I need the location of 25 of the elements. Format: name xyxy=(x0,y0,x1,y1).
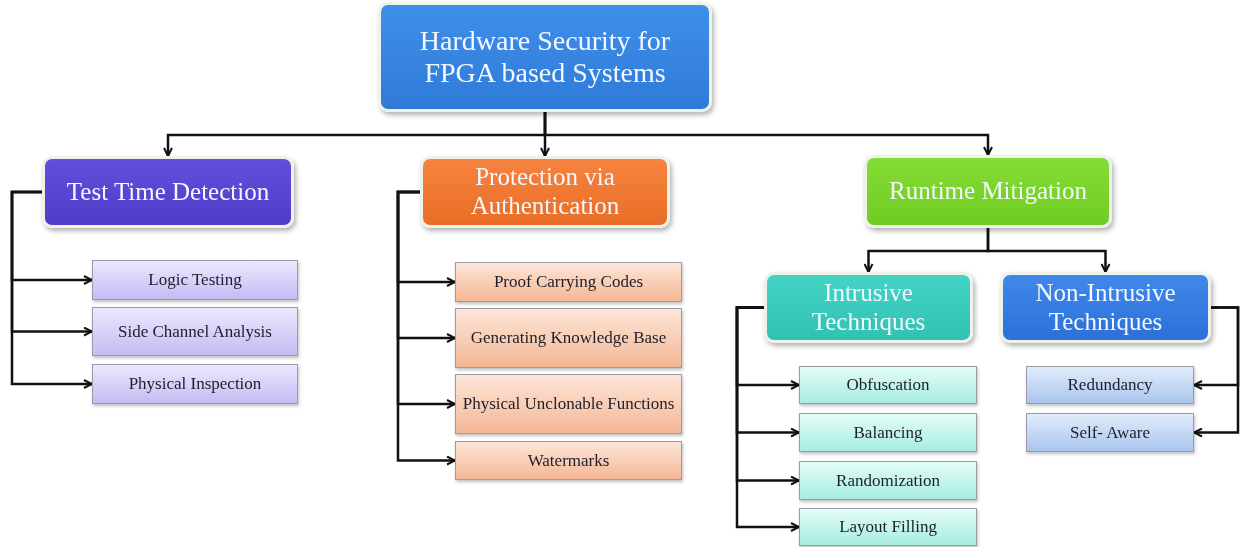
item-box: Obfuscation xyxy=(799,366,977,404)
item-box: Layout Filling xyxy=(799,508,977,546)
item-box: Side Channel Analysis xyxy=(92,307,298,356)
category-box: Test Time Detection xyxy=(42,156,294,228)
category-box: Hardware Security for FPGA based Systems xyxy=(378,2,712,112)
category-box: Protection via Authentication xyxy=(420,156,670,228)
arrow xyxy=(396,190,456,466)
item-box: Balancing xyxy=(799,413,977,452)
item-box: Logic Testing xyxy=(92,260,298,300)
arrow xyxy=(986,228,1111,273)
item-box: Generating Knowledge Base xyxy=(455,308,682,368)
item-box: Redundancy xyxy=(1026,366,1194,404)
arrow xyxy=(735,306,800,532)
category-box: Intrusive Techniques xyxy=(764,272,973,343)
item-box: Watermarks xyxy=(455,441,682,480)
item-box: Proof Carrying Codes xyxy=(455,262,682,302)
item-box: Randomization xyxy=(799,461,977,500)
arrow xyxy=(543,112,993,156)
item-box: Self- Aware xyxy=(1026,413,1194,452)
category-box: Non-Intrusive Techniques xyxy=(1000,272,1211,343)
item-box: Physical Unclonable Functions xyxy=(455,374,682,434)
arrow xyxy=(10,190,93,389)
category-box: Runtime Mitigation xyxy=(864,155,1112,228)
item-box: Physical Inspection xyxy=(92,364,298,404)
arrow xyxy=(1193,306,1240,438)
